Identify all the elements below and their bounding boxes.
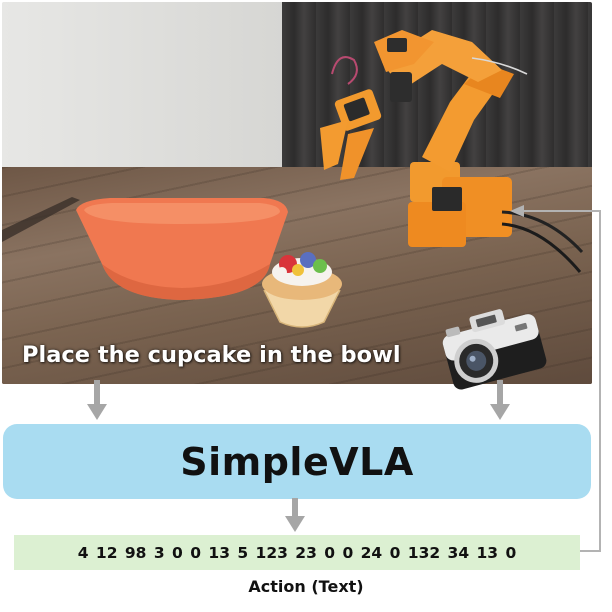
wall bbox=[2, 2, 287, 187]
robot-arm-image bbox=[320, 30, 584, 273]
model-label: SimpleVLA bbox=[180, 439, 414, 484]
cupcake-image bbox=[262, 252, 342, 328]
action-caption: Action (Text) bbox=[248, 577, 364, 596]
action-tokens: 4 12 98 3 0 0 13 5 123 23 0 0 24 0 132 3… bbox=[77, 543, 517, 562]
image-to-model-arrow bbox=[490, 380, 510, 420]
camera-icon bbox=[442, 309, 547, 390]
model-to-action-arrow bbox=[285, 498, 305, 532]
scene-photo: Place the cupcake in the bowl bbox=[2, 2, 592, 384]
action-token-bar: 4 12 98 3 0 0 13 5 123 23 0 0 24 0 132 3… bbox=[14, 535, 580, 570]
simplevla-model-box: SimpleVLA bbox=[3, 424, 591, 499]
scene-objects bbox=[2, 30, 584, 328]
bowl-image bbox=[76, 198, 288, 300]
instruction-text: Place the cupcake in the bowl bbox=[22, 342, 401, 368]
text-to-model-arrow bbox=[87, 380, 107, 420]
